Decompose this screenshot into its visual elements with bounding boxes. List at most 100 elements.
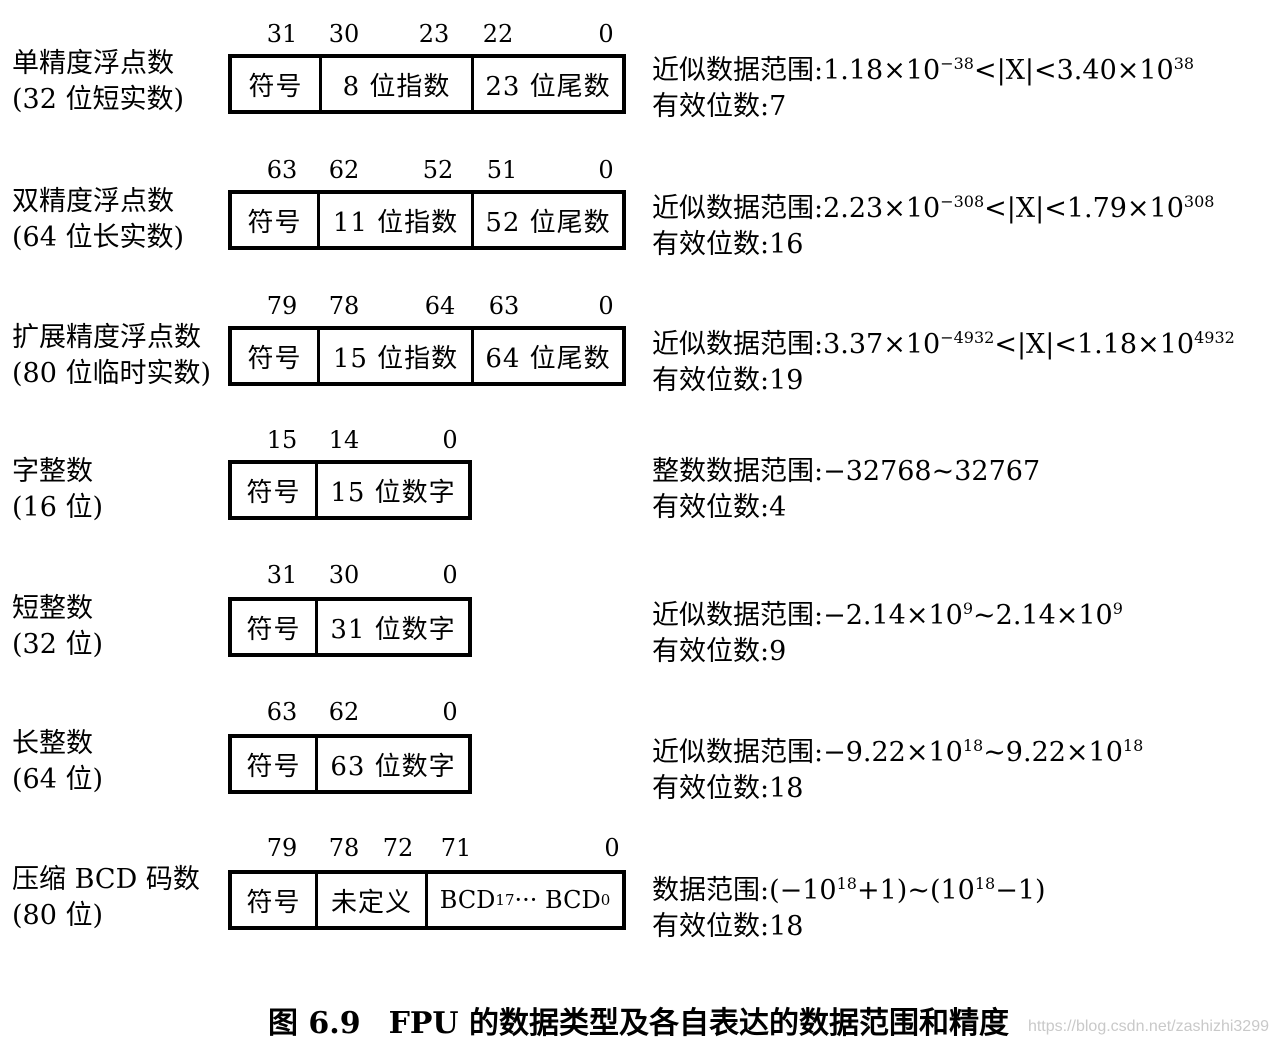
format-row-extended-precision: 扩展精度浮点数 (80 位临时实数) 79 78 64 63 0 符号 15 位… — [0, 292, 1277, 422]
format-name: 单精度浮点数 (32 位短实数) — [12, 46, 184, 118]
range-exponent: 9 — [962, 599, 974, 618]
bit-label: 0 — [598, 292, 614, 320]
bit-label: 78 — [328, 292, 360, 320]
bit-label: 0 — [598, 156, 614, 184]
range-exponent: −38 — [940, 54, 974, 73]
format-name-line2: (80 位) — [12, 900, 104, 931]
range-text: <|X|<3.40×10 — [973, 55, 1174, 86]
bit-layout-box: 符号 11 位指数 52 位尾数 — [228, 190, 626, 250]
format-name-line2: (32 位短实数) — [12, 84, 185, 115]
bcd-label: BCD — [439, 886, 496, 914]
significant-digits: 有效位数:18 — [652, 911, 804, 942]
sign-field: 符号 — [232, 874, 318, 926]
significant-digits: 有效位数:4 — [652, 492, 787, 523]
format-name-line2: (32 位) — [12, 629, 104, 660]
format-name-line2: (16 位) — [12, 492, 104, 523]
range-exponent: 18 — [836, 874, 857, 893]
sign-field: 符号 — [232, 194, 320, 246]
bit-label: 31 — [266, 20, 298, 48]
bit-label: 15 — [266, 426, 298, 454]
format-row-long-integer: 长整数 (64 位) 63 62 0 符号 63 位数字 近似数据范围:−9.2… — [0, 698, 1277, 828]
format-name-line2: (64 位长实数) — [12, 222, 185, 253]
format-name-line1: 短整数 — [12, 593, 93, 624]
format-name-line1: 双精度浮点数 — [12, 186, 174, 217]
data-range: 近似数据范围:2.23×10−308<|X|<1.79×10308 — [652, 184, 1214, 227]
range-info: 近似数据范围:2.23×10−308<|X|<1.79×10308 有效位数:1… — [652, 184, 1214, 263]
watermark: https://blog.csdn.net/zashizhi3299 — [1027, 1018, 1269, 1035]
bit-label: 0 — [442, 561, 458, 589]
undefined-field: 未定义 — [318, 874, 428, 926]
range-text: <|X|<1.18×10 — [994, 329, 1195, 360]
bit-label: 51 — [486, 156, 518, 184]
bit-layout-box: 符号 31 位数字 — [228, 597, 472, 657]
range-info: 整数数据范围:−32768~32767 有效位数:4 — [652, 454, 1040, 526]
data-range: 数据范围:(−1018+1)~(1018−1) — [652, 866, 1046, 909]
data-range: 近似数据范围:−2.14×109~2.14×109 — [652, 591, 1123, 634]
range-exponent: 4932 — [1194, 328, 1235, 347]
significant-digits: 有效位数:9 — [652, 636, 787, 667]
range-exponent: −4932 — [940, 328, 995, 347]
range-text: 数据范围:(−10 — [652, 875, 837, 906]
bit-label: 71 — [440, 834, 472, 862]
format-row-single-precision: 单精度浮点数 (32 位短实数) 31 30 23 22 0 符号 8 位指数 … — [0, 20, 1277, 150]
range-info: 近似数据范围:1.18×10−38<|X|<3.40×1038 有效位数:7 — [652, 46, 1194, 125]
range-text: <|X|<1.79×10 — [984, 193, 1184, 224]
significant-digits: 有效位数:19 — [652, 365, 804, 396]
significant-digits: 有效位数:16 — [652, 229, 804, 260]
bit-layout-box: 符号 15 位指数 64 位尾数 — [228, 326, 626, 386]
sign-field: 符号 — [232, 330, 320, 382]
format-name-line1: 压缩 BCD 码数 — [12, 864, 200, 895]
bit-label: 63 — [266, 698, 298, 726]
format-name-line1: 长整数 — [12, 728, 93, 759]
significant-digits: 有效位数:18 — [652, 773, 804, 804]
bit-layout-box: 符号 63 位数字 — [228, 734, 472, 794]
data-range: 近似数据范围:−9.22×1018~9.22×1018 — [652, 728, 1143, 771]
bit-label: 0 — [442, 426, 458, 454]
range-exponent: 9 — [1112, 599, 1123, 618]
range-info: 近似数据范围:−2.14×109~2.14×109 有效位数:9 — [652, 591, 1123, 670]
bit-label: 78 — [328, 834, 360, 862]
range-text: 近似数据范围:−2.14×10 — [652, 600, 963, 631]
sign-field: 符号 — [232, 58, 322, 110]
mantissa-field: 52 位尾数 — [485, 207, 611, 238]
bit-label: 0 — [442, 698, 458, 726]
range-text: ~9.22×10 — [983, 737, 1123, 768]
format-name-line2: (80 位临时实数) — [12, 358, 212, 389]
format-name-line2: (64 位) — [12, 764, 104, 795]
format-row-double-precision: 双精度浮点数 (64 位长实数) 63 62 52 51 0 符号 11 位指数… — [0, 156, 1277, 286]
format-name: 压缩 BCD 码数 (80 位) — [12, 862, 200, 934]
range-exponent: 18 — [1122, 736, 1144, 755]
bit-label: 0 — [604, 834, 620, 862]
format-name: 长整数 (64 位) — [12, 726, 103, 798]
exponent-field: 15 位指数 — [320, 330, 474, 382]
format-name-line1: 字整数 — [12, 456, 93, 487]
range-exponent: 308 — [1183, 192, 1215, 211]
format-row-short-integer: 短整数 (32 位) 31 30 0 符号 31 位数字 近似数据范围:−2.1… — [0, 561, 1277, 691]
sign-field: 符号 — [232, 738, 318, 790]
format-name-line1: 单精度浮点数 — [12, 48, 174, 79]
bcd-subscript-high: 17 — [495, 891, 515, 909]
bit-label: 30 — [328, 561, 360, 589]
bit-label: 14 — [328, 426, 360, 454]
format-name: 短整数 (32 位) — [12, 591, 103, 663]
format-name: 扩展精度浮点数 (80 位临时实数) — [12, 320, 211, 392]
bit-label: 62 — [328, 156, 360, 184]
bcd-ellipsis: ··· BCD — [514, 886, 601, 914]
mantissa-field: 23 位尾数 — [485, 71, 611, 102]
digits-field: 31 位数字 — [330, 614, 456, 645]
range-text: 近似数据范围:−9.22×10 — [652, 737, 963, 768]
exponent-field: 8 位指数 — [322, 58, 474, 110]
bit-label: 52 — [422, 156, 454, 184]
mantissa-field: 64 位尾数 — [485, 343, 611, 374]
range-info: 数据范围:(−1018+1)~(1018−1) 有效位数:18 — [652, 866, 1046, 945]
digits-field: 63 位数字 — [330, 751, 456, 782]
data-range: 近似数据范围:1.18×10−38<|X|<3.40×1038 — [652, 46, 1194, 89]
format-name: 双精度浮点数 (64 位长实数) — [12, 184, 184, 256]
significant-digits: 有效位数:7 — [652, 91, 787, 122]
bcd-subscript-low: 0 — [600, 891, 611, 909]
format-row-packed-bcd: 压缩 BCD 码数 (80 位) 79 78 72 71 0 符号 未定义 BC… — [0, 834, 1277, 964]
range-text: 近似数据范围:2.23×10 — [652, 193, 941, 224]
range-exponent: −308 — [940, 192, 985, 211]
